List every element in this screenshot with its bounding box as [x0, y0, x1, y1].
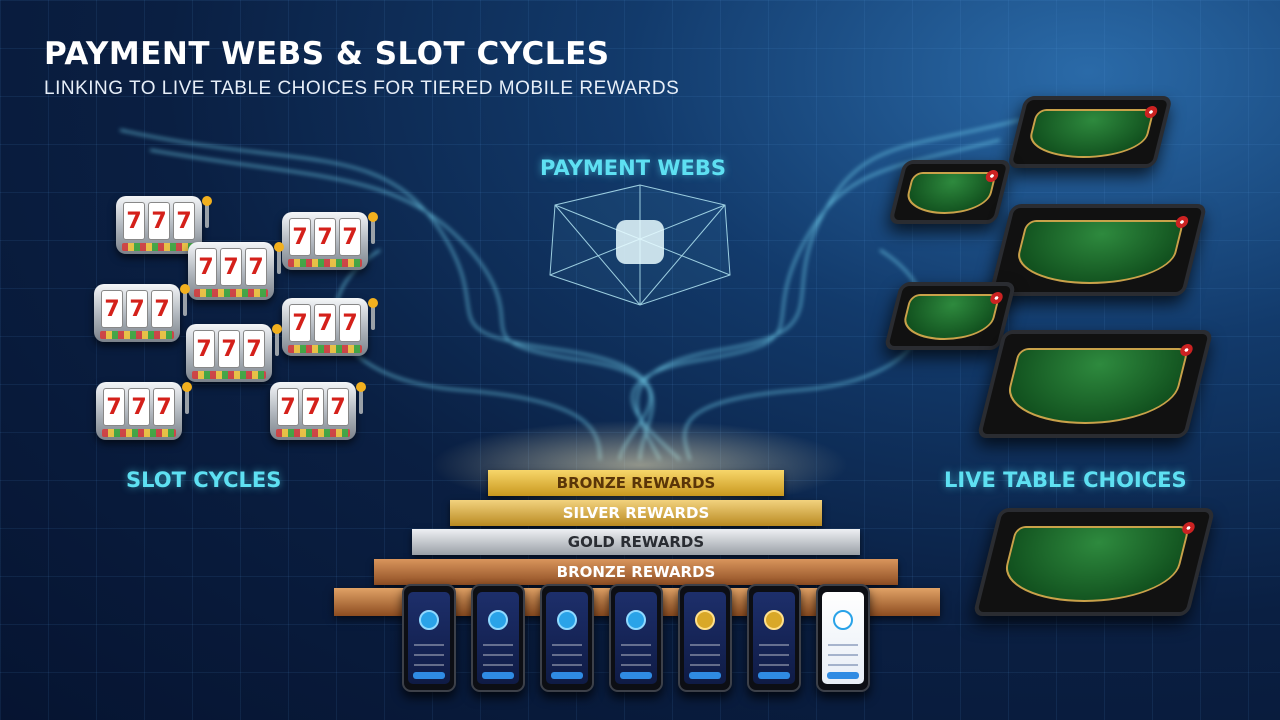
mobile-phone-icon [540, 584, 594, 692]
live-table-choices-label: LIVE TABLE CHOICES [944, 468, 1187, 492]
mobile-phone-icon [609, 584, 663, 692]
mobile-phone-icon [816, 584, 870, 692]
live-table-tablet-icon [1007, 96, 1173, 168]
live-table-tablet-icon [972, 508, 1216, 616]
live-table-tablet-icon [988, 204, 1208, 296]
live-table-tablet-icon [888, 160, 1012, 224]
mobile-phone-icon [471, 584, 525, 692]
live-table-tablet-icon [883, 282, 1017, 350]
crystal-core-icon [616, 220, 664, 264]
payment-webs-label: PAYMENT WEBS [540, 156, 727, 180]
reward-tier-second: SILVER REWARDS [450, 500, 822, 526]
reward-tier-third: GOLD REWARDS [412, 529, 860, 555]
flow-streams [119, 119, 1021, 461]
reward-tier-top: BRONZE REWARDS [488, 470, 784, 496]
reward-tier-bottom: BRONZE REWARDS [374, 559, 898, 585]
mobile-phone-icon [402, 584, 456, 692]
live-table-tablet-icon [976, 330, 1214, 438]
page-subtitle: LINKING TO LIVE TABLE CHOICES FOR TIERED… [44, 78, 680, 99]
page-title: PAYMENT WEBS & SLOT CYCLES [44, 36, 610, 72]
tier-glow [430, 420, 850, 510]
slot-cycles-label: SLOT CYCLES [126, 468, 282, 492]
mobile-phone-icon [678, 584, 732, 692]
mobile-phone-icon [747, 584, 801, 692]
